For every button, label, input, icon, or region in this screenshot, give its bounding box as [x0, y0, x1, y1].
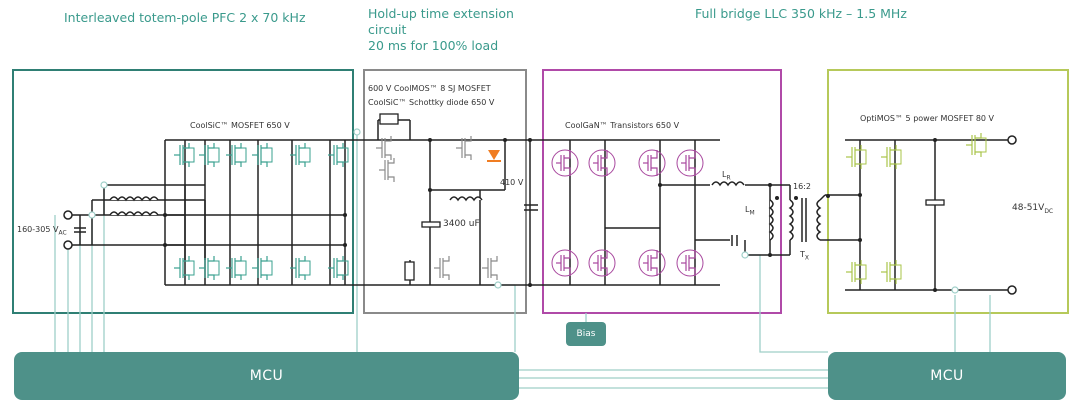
lm-letter: L [745, 205, 750, 214]
tx-letter: T [800, 250, 805, 259]
input-terminal-2 [63, 240, 73, 250]
magnetizing-inductor [768, 199, 774, 241]
holdup-header-line-2: circuit [368, 22, 407, 37]
input-inductor-1 [109, 196, 159, 202]
optimos-switches [845, 132, 987, 285]
input-capacitor [74, 227, 86, 233]
coolgan-label: CoolGaN™ Transistors 650 V [565, 121, 680, 130]
bias-block: Bias [566, 322, 606, 346]
bus-voltage-label: 410 V [500, 178, 524, 187]
llc-section-border [542, 69, 782, 314]
schottky-diode [487, 150, 501, 162]
coolsic-diode-label: CoolSiC™ Schottky diode 650 V [368, 98, 495, 107]
transformer [788, 194, 826, 242]
junction-dots [163, 138, 937, 292]
holdup-resistor-bottom [404, 261, 415, 281]
holdup-header: Hold-up time extension circuit 20 ms for… [368, 6, 514, 54]
mcu-left-label: MCU [249, 368, 284, 384]
lm-label: LM [745, 205, 755, 217]
input-voltage-subscript: AC [58, 229, 67, 237]
lm-subscript: M [749, 209, 755, 217]
turns-ratio-label: 16:2 [793, 182, 811, 191]
output-terminal-negative [1007, 285, 1017, 295]
polarity-dot-2 [794, 196, 798, 200]
output-voltage-subscript: DC [1044, 207, 1054, 215]
resonant-inductor [711, 181, 745, 187]
holdup-resistor-top [379, 113, 399, 125]
coolmos-switches [375, 135, 498, 281]
tx-label: TX [800, 250, 809, 262]
bus-capacitor [524, 204, 538, 211]
input-terminal-1 [63, 210, 73, 220]
input-voltage-label: 160-305 VAC [17, 225, 67, 237]
input-inductor-2 [109, 211, 159, 217]
polarity-dot-1 [775, 196, 779, 200]
mcu-block-right: MCU [828, 352, 1066, 400]
pfc-header: Interleaved totem-pole PFC 2 x 70 kHz [64, 10, 306, 26]
llc-header-text: Full bridge LLC 350 kHz – 1.5 MHz [695, 6, 907, 21]
pfc-section-border [12, 69, 354, 314]
coolgan-switches [551, 149, 704, 277]
bias-label: Bias [576, 329, 596, 339]
mcu-block-left: MCU [14, 352, 519, 400]
output-voltage-label: 48-51VDC [1012, 203, 1053, 215]
holdup-header-line-3: 20 ms for 100% load [368, 38, 499, 53]
input-voltage-value: 160-305 V [17, 225, 59, 234]
lr-letter: L [722, 170, 727, 179]
resonant-capacitor [731, 235, 738, 246]
output-section-border [827, 69, 1069, 314]
pfc-header-text: Interleaved totem-pole PFC 2 x 70 kHz [64, 10, 306, 25]
lr-subscript: R [726, 174, 731, 182]
optimos-label: OptiMOS™ 5 power MOSFET 80 V [860, 114, 995, 123]
coolsic-switches [173, 142, 349, 281]
mcu-right-label: MCU [930, 368, 964, 384]
output-capacitor [925, 199, 945, 206]
coolmos-label: 600 V CoolMOS™ 8 SJ MOSFET [368, 84, 491, 93]
control-signal-lines [54, 132, 991, 389]
coolsic-mosfet-label: CoolSiC™ MOSFET 650 V [190, 121, 290, 130]
holdup-inductor [449, 196, 483, 202]
holdup-header-line-1: Hold-up time extension [368, 6, 514, 21]
tx-subscript: X [804, 254, 810, 262]
power-wiring [70, 119, 1010, 291]
output-voltage-value: 48-51V [1012, 203, 1045, 213]
polarity-dot-3 [826, 194, 830, 198]
llc-header: Full bridge LLC 350 kHz – 1.5 MHz [695, 6, 907, 22]
sense-points [88, 128, 959, 294]
holdup-capacitor [421, 221, 441, 228]
holdup-section-border [363, 69, 527, 314]
capacitor-label: 3400 uF [443, 219, 480, 229]
output-terminal-positive [1007, 135, 1017, 145]
lr-label: LR [722, 170, 731, 182]
